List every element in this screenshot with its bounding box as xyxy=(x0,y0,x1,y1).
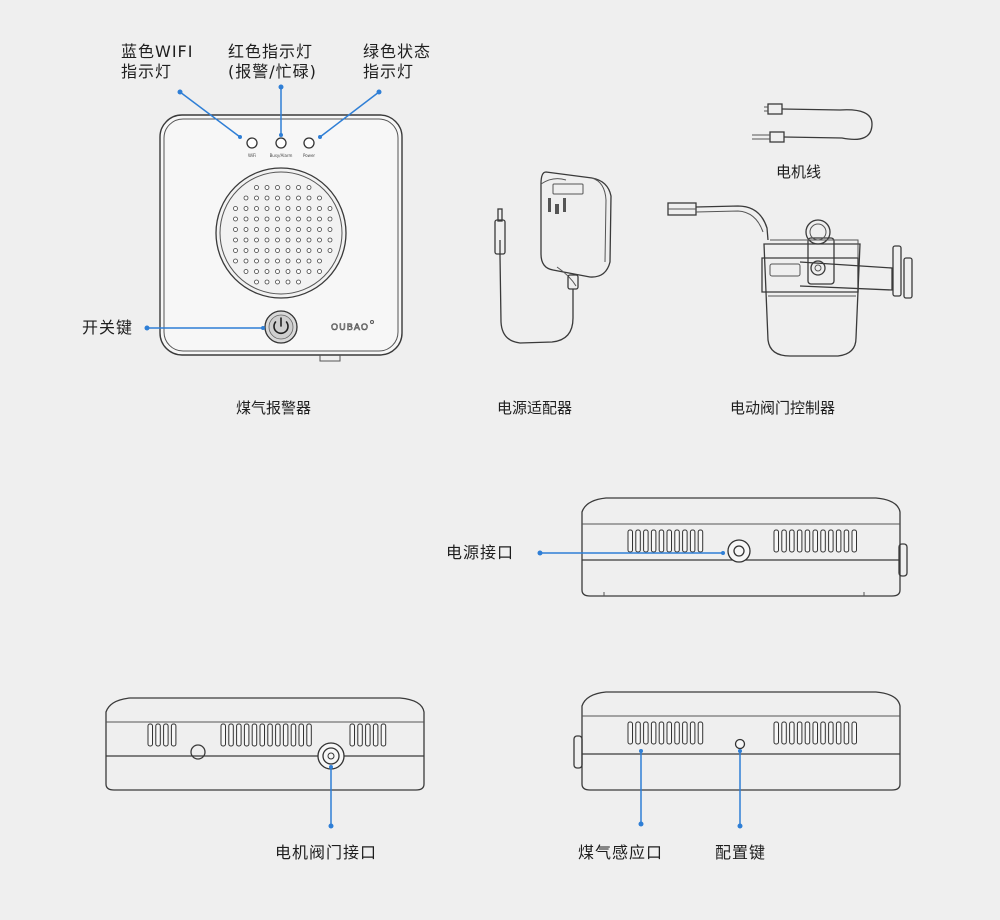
label-gas-sensor-port: 煤气感应口 xyxy=(578,843,664,862)
label-power-key: 开关键 xyxy=(82,318,134,337)
label-config-key: 配置键 xyxy=(715,843,767,862)
vent-slots xyxy=(627,529,857,553)
power-led xyxy=(303,137,315,149)
alarm-side-sensor xyxy=(573,691,901,791)
power-button[interactable] xyxy=(264,310,298,344)
caption-valve-controller: 电动阀门控制器 xyxy=(730,399,836,417)
power-jack xyxy=(727,539,751,563)
wifi-led-label: WiFi xyxy=(248,153,256,158)
speaker-grille xyxy=(233,185,333,285)
alarm-side-motor xyxy=(105,697,425,791)
caption-power-adapter: 电源适配器 xyxy=(497,399,573,417)
label-green-status-indicator: 绿色状态 指示灯 xyxy=(363,42,432,81)
label-red-indicator: 红色指示灯 (报警/忙碌) xyxy=(228,42,317,81)
vent-slots xyxy=(627,721,857,745)
brand-logo: OUBAO xyxy=(331,323,369,333)
caption-gas-alarm: 煤气报警器 xyxy=(236,399,312,417)
power-led-label: Power xyxy=(303,153,315,158)
valve-controller xyxy=(667,202,913,357)
label-blue-wifi-indicator: 蓝色WIFI 指示灯 xyxy=(121,42,194,81)
gas-alarm-front: WiFi Busy/Alarm Power OUBAO xyxy=(159,114,403,362)
motor-cable xyxy=(752,103,873,143)
label-power-port: 电源接口 xyxy=(446,543,515,562)
caption-motor-cable: 电机线 xyxy=(776,163,822,181)
busy-alarm-led-label: Busy/Alarm xyxy=(270,153,293,158)
config-button[interactable] xyxy=(734,738,746,750)
vent-slots xyxy=(147,723,387,747)
leader-lines xyxy=(144,84,743,829)
busy-alarm-led xyxy=(275,137,287,149)
power-adapter xyxy=(494,171,612,344)
wifi-led xyxy=(246,137,258,149)
alarm-side-power xyxy=(581,497,908,597)
label-motor-valve-port: 电机阀门接口 xyxy=(275,843,378,862)
